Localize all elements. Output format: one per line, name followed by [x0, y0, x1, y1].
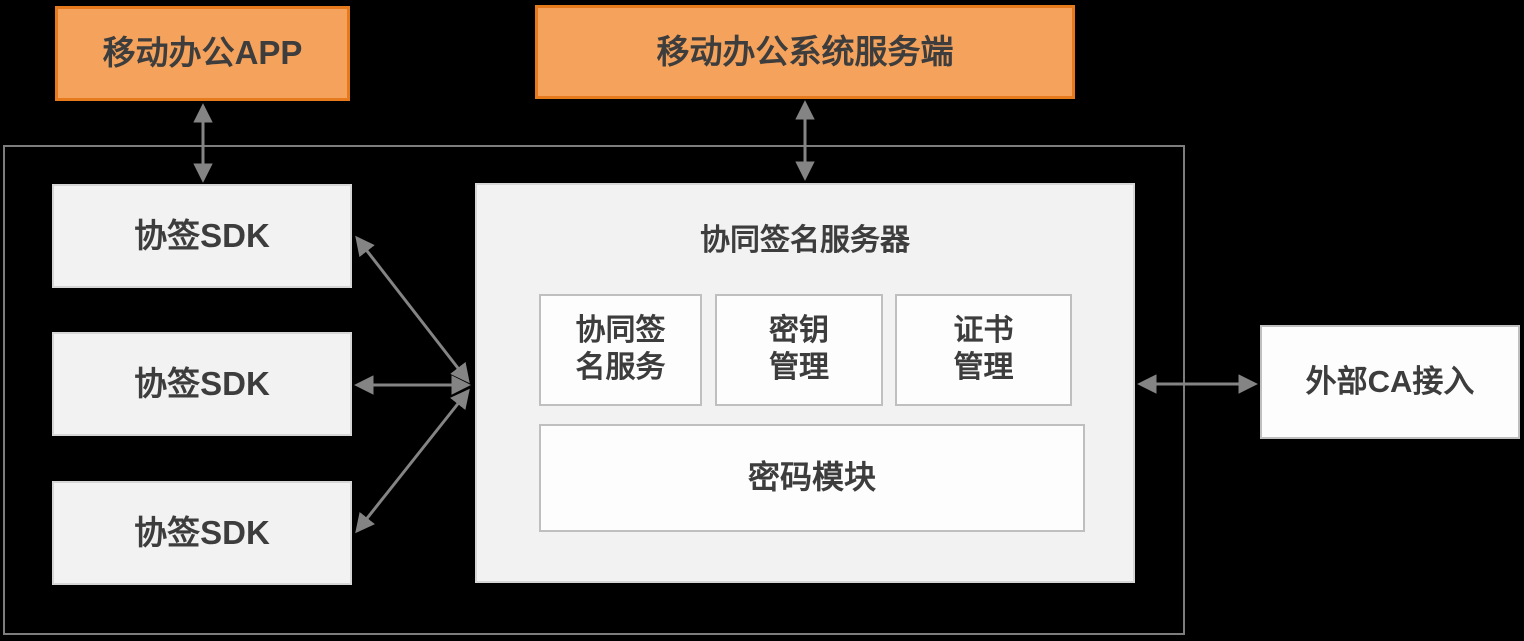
- module-cert-management-label: 证书 管理: [953, 314, 1014, 384]
- node-mobile-office-server-label: 移动办公系统服务端: [656, 32, 954, 70]
- module-cert-management: 证书 管理: [895, 294, 1072, 406]
- node-cosign-sdk-3-label: 协签SDK: [134, 513, 270, 551]
- node-cosign-server: 协同签名服务器 协同签 名服务 密钥 管理 证书 管理 密码模块: [475, 183, 1135, 583]
- node-mobile-office-app: 移动办公APP: [55, 6, 350, 101]
- cosign-server-title: 协同签名服务器: [700, 224, 910, 257]
- node-external-ca-label: 外部CA接入: [1305, 364, 1475, 400]
- node-cosign-sdk-1: 协签SDK: [52, 184, 352, 288]
- node-cosign-sdk-2: 协签SDK: [52, 332, 352, 436]
- module-key-management-label: 密钥 管理: [769, 314, 829, 384]
- module-crypto-label: 密码模块: [747, 459, 876, 496]
- module-cosign-service-label: 协同签 名服务: [575, 314, 666, 384]
- module-key-management: 密钥 管理: [715, 294, 883, 406]
- node-cosign-sdk-3: 协签SDK: [52, 481, 352, 585]
- module-crypto: 密码模块: [539, 424, 1085, 532]
- node-external-ca: 外部CA接入: [1260, 325, 1520, 439]
- node-mobile-office-server: 移动办公系统服务端: [535, 5, 1075, 99]
- node-mobile-office-app-label: 移动办公APP: [102, 34, 303, 72]
- module-cosign-service: 协同签 名服务: [539, 294, 702, 406]
- node-cosign-sdk-2-label: 协签SDK: [134, 364, 270, 402]
- node-cosign-sdk-1-label: 协签SDK: [134, 216, 270, 254]
